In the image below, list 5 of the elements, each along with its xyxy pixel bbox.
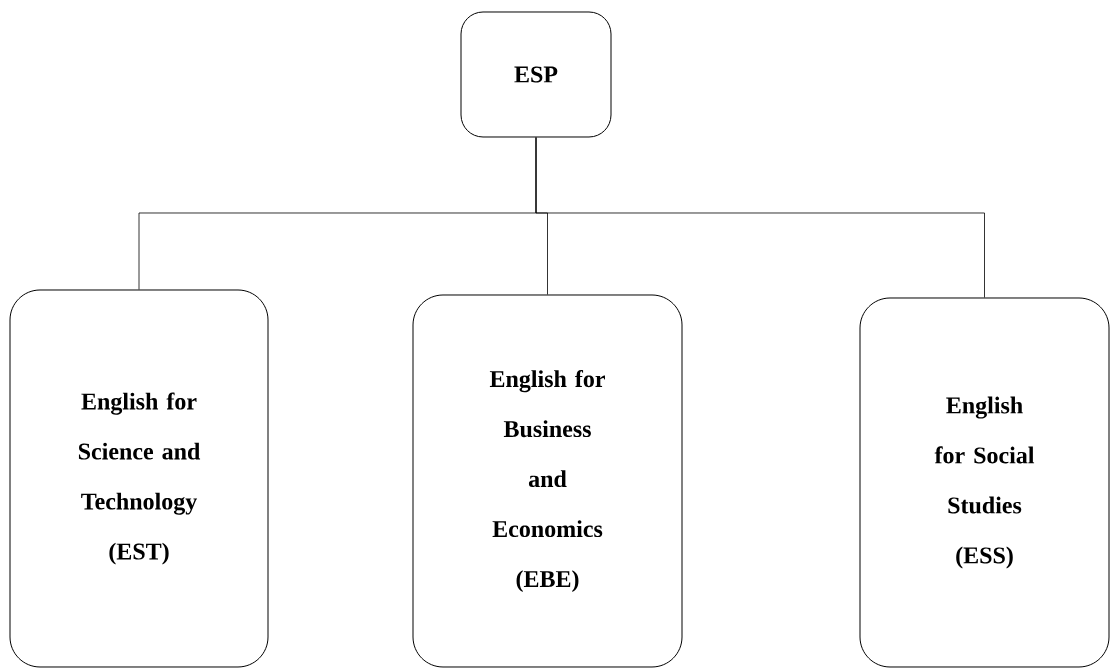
category-box: English for Social Studies (ESS) (859, 297, 1110, 668)
root-box: ESP (460, 11, 612, 138)
category-box: English for Science and Technology (EST) (9, 289, 269, 668)
connector-line (535, 137, 985, 298)
category-box: English for Business and Economics (EBE) (412, 294, 683, 668)
